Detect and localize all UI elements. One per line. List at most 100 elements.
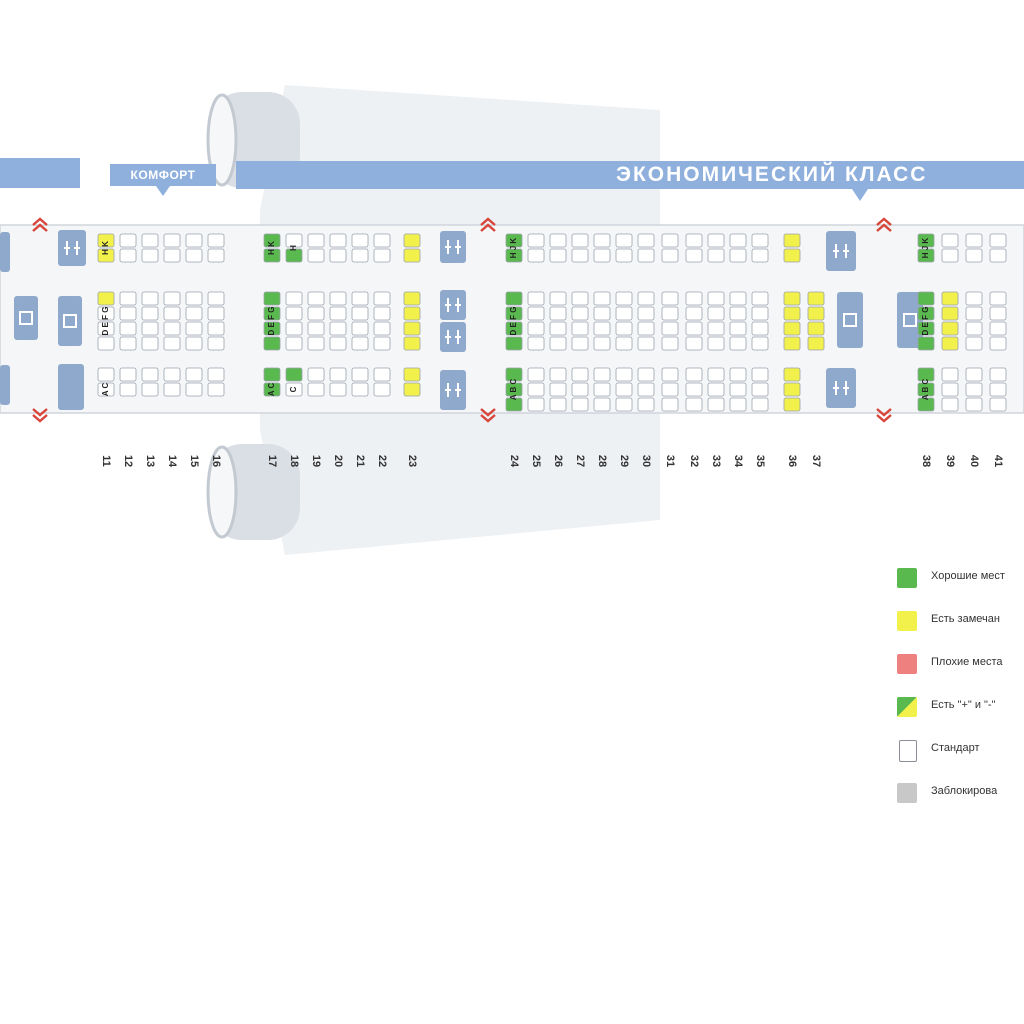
seat (637, 248, 655, 263)
seat-letters-lower: A C (101, 383, 110, 397)
row-number: 23 (406, 455, 418, 467)
row-number: 18 (288, 455, 300, 467)
seat (403, 382, 421, 397)
seat (751, 382, 769, 397)
seat (571, 306, 589, 321)
seat (917, 233, 935, 248)
economy-class-banner: ЭКОНОМИЧЕСКИЙ КЛАСС (236, 161, 1024, 201)
seat (329, 382, 347, 397)
row-number: 15 (188, 455, 200, 467)
seat (729, 367, 747, 382)
row-number: 19 (310, 455, 322, 467)
seat (207, 306, 225, 321)
lavatory-mid-lower (440, 370, 466, 410)
seat (263, 248, 281, 263)
seat (505, 336, 523, 351)
seat (119, 248, 137, 263)
seat (207, 321, 225, 336)
seat-letters-middle: D E F G (267, 307, 276, 336)
comfort-class-label: КОМФОРТ (130, 168, 196, 182)
legend-label: Есть "+" и "-" (931, 699, 996, 711)
seat (329, 291, 347, 306)
seat (707, 336, 725, 351)
seat (637, 233, 655, 248)
seat (661, 233, 679, 248)
row-number: 24 (508, 455, 520, 468)
seat (285, 367, 303, 382)
engine-bottom-intake (206, 445, 238, 539)
seat-letters-lower: C (289, 386, 298, 392)
seat (783, 291, 801, 306)
row-number: 40 (968, 455, 980, 467)
toilet-icon (445, 330, 461, 344)
seat (329, 321, 347, 336)
seat (403, 306, 421, 321)
seat (783, 367, 801, 382)
seat (807, 291, 825, 306)
seat (97, 382, 115, 397)
galley-forward-middle-box (58, 296, 82, 346)
lavatory-rear-lower (826, 368, 856, 408)
seat (307, 321, 325, 336)
seat (707, 321, 725, 336)
seat (141, 291, 159, 306)
seat (185, 367, 203, 382)
seat (285, 382, 303, 397)
seat (615, 336, 633, 351)
lavatory-mid-lower-box (440, 370, 466, 410)
seat (751, 336, 769, 351)
seat-letters-upper: H K (267, 241, 276, 255)
seat (263, 367, 281, 382)
seat-letters-middle: D E F G (101, 307, 110, 336)
seat (917, 397, 935, 412)
galley-front-box (14, 296, 38, 340)
legend-swatch (897, 697, 917, 717)
seat (685, 291, 703, 306)
seat (141, 306, 159, 321)
seat (119, 291, 137, 306)
seat (505, 248, 523, 263)
row-number: 26 (552, 455, 564, 467)
seat (285, 233, 303, 248)
seat (941, 291, 959, 306)
seat (185, 306, 203, 321)
seat (207, 336, 225, 351)
row-number: 32 (688, 455, 700, 467)
seat (965, 248, 983, 263)
seat (751, 306, 769, 321)
seat (593, 367, 611, 382)
seat (505, 367, 523, 382)
seat (141, 382, 159, 397)
seat (527, 248, 545, 263)
seat (141, 233, 159, 248)
seat (941, 321, 959, 336)
legend-swatch (897, 654, 917, 674)
legend-label: Стандарт (931, 742, 980, 754)
seat (351, 233, 369, 248)
seat (141, 321, 159, 336)
seat (783, 306, 801, 321)
row-number: 33 (710, 455, 722, 467)
exit-arrow-top-icon (32, 217, 48, 232)
row-number: 38 (920, 455, 932, 467)
seat (615, 306, 633, 321)
seat (119, 367, 137, 382)
seat (571, 382, 589, 397)
seat (351, 306, 369, 321)
seat (307, 336, 325, 351)
seat (403, 291, 421, 306)
seat (141, 367, 159, 382)
toilet-icon (833, 244, 849, 258)
seat (373, 306, 391, 321)
seat (307, 382, 325, 397)
seat (163, 306, 181, 321)
seat (685, 233, 703, 248)
seat (965, 233, 983, 248)
row-number: 16 (210, 455, 222, 467)
seat (549, 306, 567, 321)
seat (571, 367, 589, 382)
lavatory-rear-upper-box (826, 231, 856, 271)
seat (351, 248, 369, 263)
seat (163, 382, 181, 397)
